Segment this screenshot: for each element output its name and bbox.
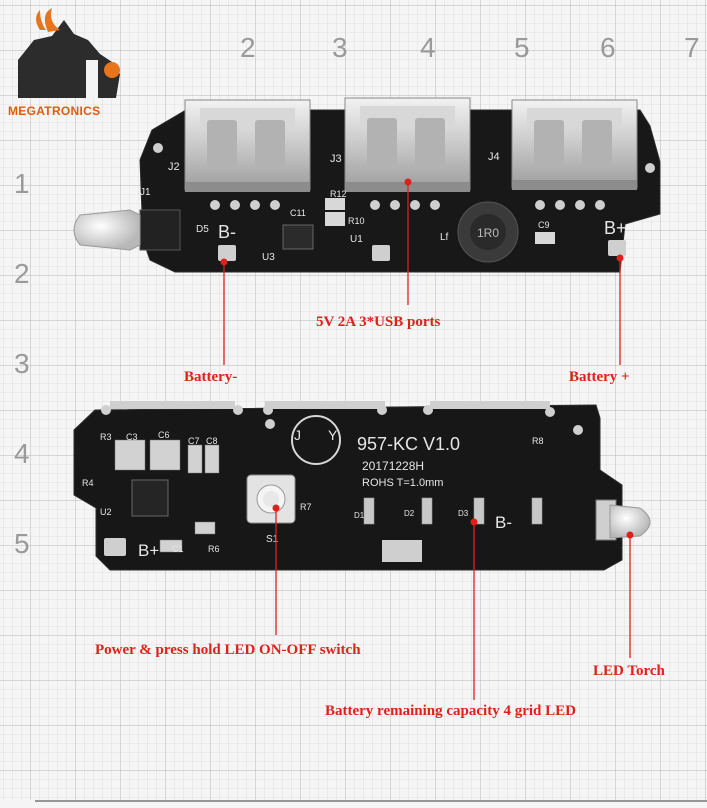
- label-r6: R6: [208, 544, 220, 554]
- ruler-left-1: 1: [14, 168, 30, 199]
- ruler-left-2: 2: [14, 258, 30, 289]
- label-j2: J2: [168, 161, 180, 173]
- ruler-top-6: 6: [600, 32, 616, 63]
- ruler-top-2: 2: [240, 32, 256, 63]
- label-rohs: ROHS T=1.0mm: [362, 477, 443, 489]
- chip-u2: [131, 479, 169, 517]
- label-j3: J3: [330, 153, 342, 165]
- torch-led: [595, 499, 651, 541]
- ruler-top-7: 7: [684, 32, 700, 63]
- label-bottom-bplus: B+: [138, 541, 159, 560]
- capacity-leds: [363, 497, 543, 525]
- label-c6: C6: [158, 430, 170, 440]
- inductor: 1R0: [457, 201, 519, 263]
- label-c8: C8: [206, 436, 218, 446]
- annotation-capacity-led: Battery remaining capacity 4 grid LED: [325, 703, 576, 719]
- ruler-left-3: 3: [14, 348, 30, 379]
- label-d5: D5: [196, 224, 209, 235]
- ruler-left-5: 5: [14, 528, 30, 559]
- label-r10: R10: [348, 216, 365, 226]
- ruler-top-4: 4: [420, 32, 436, 63]
- top-led: [73, 209, 181, 251]
- label-u2: U2: [100, 507, 112, 517]
- ruler-top-3: 3: [332, 32, 348, 63]
- label-c1: C1: [172, 544, 184, 554]
- annotation-battery-minus: Battery-: [184, 369, 238, 385]
- annotation-led-torch: LED Torch: [593, 663, 665, 679]
- bottom-pcb: J Y 957-KC V1.0 20171228H ROHS T=1.0mm B…: [73, 401, 651, 571]
- annotation-switch: Power & press hold LED ON-OFF switch: [95, 642, 361, 658]
- chip-u3: [282, 224, 314, 250]
- label-date: 20171228H: [362, 459, 424, 473]
- label-top-bminus: B-: [218, 222, 236, 242]
- label-lf: Lf: [440, 232, 449, 243]
- label-logo-y: Y: [328, 427, 338, 443]
- usb-port-j3: [344, 97, 471, 192]
- callout-dots: [220, 178, 634, 539]
- label-j1: J1: [140, 187, 151, 198]
- usb-port-j2: [184, 99, 311, 192]
- label-r7: R7: [300, 502, 312, 512]
- label-r12: R12: [330, 189, 347, 199]
- label-c3: C3: [126, 432, 138, 442]
- solder-pads: [153, 143, 655, 261]
- ruler-top-5: 5: [514, 32, 530, 63]
- inductor-label: 1R0: [477, 226, 499, 240]
- ruler-left-4: 4: [14, 438, 30, 469]
- callout-lines: [223, 182, 631, 700]
- label-d2: D2: [404, 509, 415, 518]
- brand-name: MEGATRONICS: [8, 104, 101, 118]
- resistor-r12: [325, 198, 345, 210]
- label-c11: C11: [290, 208, 306, 218]
- usb-port-j4: [511, 99, 638, 190]
- silk-logo: [291, 415, 341, 465]
- label-bottom-bminus: B-: [495, 513, 512, 532]
- label-s1: S1: [266, 534, 279, 545]
- label-r3: R3: [100, 432, 112, 442]
- top-pcb: 1R0 J1 J2 J3 J4 D5 B- B+ C9 Lf U1 U3 C11…: [73, 97, 661, 273]
- label-u1: U1: [350, 234, 363, 245]
- annotation-usb-ports: 5V 2A 3*USB ports: [316, 314, 441, 330]
- label-d3: D3: [458, 509, 469, 518]
- resistor-r10: [325, 212, 345, 226]
- brand-logo: [18, 8, 120, 98]
- label-c7: C7: [188, 436, 200, 446]
- label-model: 957-KC V1.0: [357, 434, 460, 454]
- label-r4: R4: [82, 478, 94, 488]
- label-r8: R8: [532, 436, 544, 446]
- capacitor-c9: [535, 232, 555, 244]
- switch-s1: [246, 474, 296, 524]
- label-c9: C9: [538, 220, 550, 230]
- label-u3: U3: [262, 252, 275, 263]
- annotation-battery-plus: Battery +: [569, 369, 630, 385]
- label-j4: J4: [488, 151, 500, 163]
- label-logo-j: J: [294, 427, 301, 443]
- label-top-bplus: B+: [604, 218, 627, 238]
- label-d1: D1: [354, 511, 365, 520]
